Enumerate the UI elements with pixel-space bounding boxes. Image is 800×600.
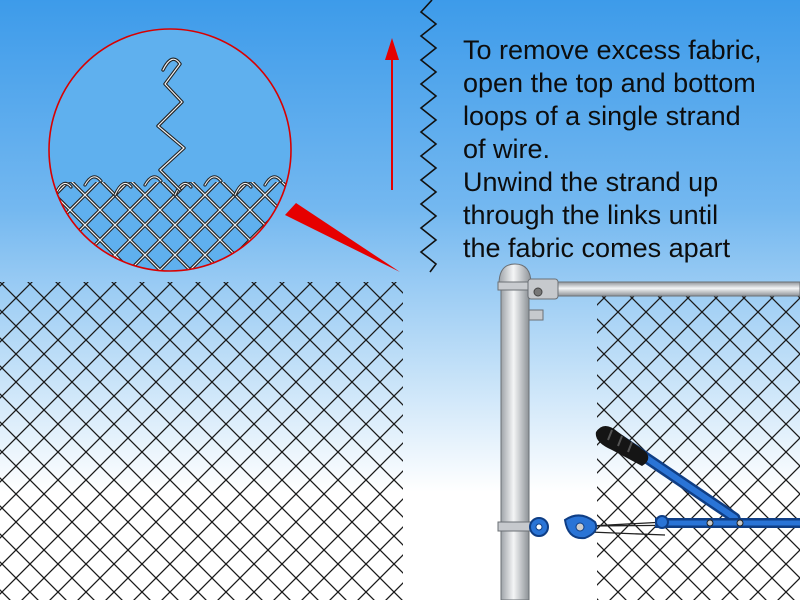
fence-post	[497, 263, 533, 600]
instruction-line: To remove excess fabric,	[463, 35, 762, 65]
fence-stretcher-tool-icon	[529, 426, 800, 540]
up-arrow-icon	[385, 38, 399, 190]
zigzag-divider	[419, 0, 438, 273]
callout-pointer	[285, 203, 400, 272]
instruction-line: the fabric comes apart	[463, 233, 731, 263]
instruction-line: loops of a single strand	[463, 101, 741, 131]
unwound-wire-strand	[156, 57, 186, 192]
fence-fabric-left	[0, 282, 403, 600]
zoom-magnifier-circle	[48, 28, 292, 272]
instructions-text: To remove excess fabric, open the top an…	[463, 34, 798, 265]
instruction-line: through the links until	[463, 200, 719, 230]
top-rail	[527, 278, 800, 321]
instruction-line: Unwind the strand up	[463, 167, 719, 197]
instruction-line: open the top and bottom	[463, 68, 756, 98]
instruction-line: of wire.	[463, 134, 551, 164]
